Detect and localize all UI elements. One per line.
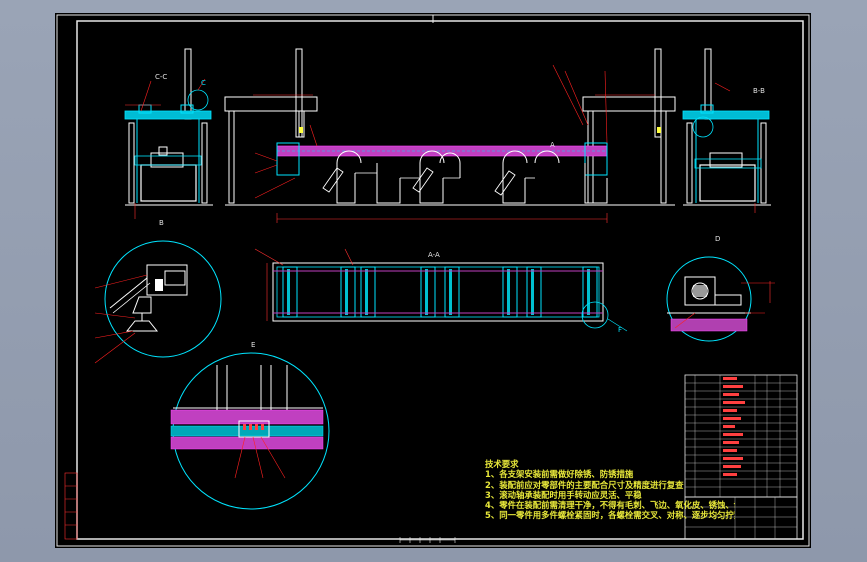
- note-1: 1、各支架安装前需做好除锈、防锈措施: [485, 469, 634, 480]
- right-section-view: [682, 48, 771, 213]
- cad-drawing: [56, 14, 810, 547]
- left-section-view: [124, 48, 213, 219]
- note-4: 4、零件在装配前需清理干净，不得有毛刺、飞边、氧化皮、锈蚀、切屑等: [485, 500, 735, 511]
- label-left-section: C-C: [155, 73, 168, 81]
- label-detail-c: C: [201, 79, 206, 87]
- drawing-canvas: C-C B-B A-A B E D C F A 技术要求 1、各支架安装前需做好…: [55, 13, 811, 548]
- label-callout-a: A: [550, 141, 555, 149]
- label-detail-b: B: [159, 219, 164, 227]
- label-plan-view: A-A: [428, 251, 440, 259]
- note-5: 5、同一零件用多件螺栓紧固时，各螺栓需交叉、对称、逐步均匀拧紧: [485, 510, 735, 521]
- notes-title: 技术要求: [485, 459, 519, 469]
- note-3: 3、滚动轴承装配时用手转动应灵活、平稳: [485, 489, 642, 500]
- detail-b: [94, 240, 222, 364]
- note-2: 2、装配前应对零部件的主要配合尺寸及精度进行复查: [485, 479, 684, 490]
- label-detail-f: F: [618, 326, 623, 334]
- detail-d: [666, 256, 775, 342]
- elevation-view: [224, 48, 676, 223]
- binding-strip: [64, 472, 78, 540]
- technical-notes: 技术要求 1、各支架安装前需做好除锈、防锈措施 2、装配前应对零部件的主要配合尺…: [485, 459, 735, 521]
- label-detail-e: E: [251, 341, 256, 349]
- label-detail-d: D: [715, 235, 721, 243]
- plan-view: [254, 248, 628, 332]
- title-block: [684, 374, 798, 540]
- detail-e: [170, 352, 330, 510]
- label-right-section: B-B: [753, 87, 765, 95]
- bottom-scale: [399, 537, 456, 543]
